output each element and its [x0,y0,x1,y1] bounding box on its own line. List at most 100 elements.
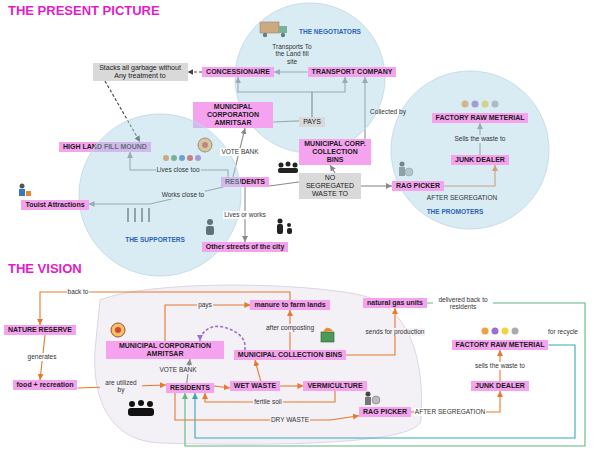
dot [502,328,509,335]
box-label: RAG PICKER [396,182,440,190]
process-box: JUNK DEALER [471,381,529,391]
edge-label: Lives or works [223,211,267,218]
connector [255,360,261,381]
connector [269,182,299,186]
group-circle: THE PROMOTERS FACTORY RAW METERIAL JUNK DE… [390,70,550,230]
process-box: MUNICIPAL CORPORATION AMRITSAR [106,341,224,359]
box-label: natural gas units [367,299,423,307]
box-label: Stacks all garbage without Any treatment… [97,64,184,80]
section-title: THE VISION [8,262,82,276]
edge-label: for recycle [547,328,579,335]
circle-outline [234,2,386,154]
process-box: manure to farm lands [250,300,329,310]
edge-label: back to [67,288,90,295]
box-label: MUNICIPAL CORP. COLLECTION BINS [303,140,367,164]
process-box: RAG PICKER [359,407,411,417]
process-box: NATURE RESERVE [4,325,76,335]
leaf [323,328,333,332]
bodies [128,408,154,416]
edge-label: AFTER SEGREGATION [426,194,498,201]
box-label: VERMICULTURE [307,382,362,390]
box-label: MUNICIPAL CORPORATION AMRITSAR [110,342,220,358]
box-label: PAYS [303,118,321,126]
process-box: VERMICULTURE [303,381,366,391]
edge-label: sends for production [365,328,426,335]
sack [372,396,380,404]
process-box: MUNICIPAL CORPORATION AMRITSAR [193,102,273,128]
edge-label: generates [27,353,58,360]
process-box: MUNICIPAL CORP. COLLECTION BINS [299,139,371,165]
family-icon [277,219,292,235]
bin [321,332,334,342]
body [277,224,283,234]
process-box: Other streets of the city [202,242,289,252]
box-label: FACTORY RAW METERIAL [436,114,525,122]
body [365,397,371,405]
edge-label: Works close to [161,191,206,198]
box-label: JUNK DEALER [455,156,505,164]
group-heading: THE PROMOTERS [427,208,484,215]
edge-label: Sells the waste to [454,135,507,142]
connector [185,303,585,446]
bodies [278,168,298,173]
dot [512,328,519,335]
connector [280,385,303,386]
group-heading: THE NEGOTIATORS [299,28,361,35]
edge-label: Collected by [369,108,407,115]
box-label: food + recreation [17,381,74,389]
edge-label: DRY WASTE [270,416,310,423]
circle-outline [390,70,550,230]
process-box: food + recreation [13,380,78,390]
dot [492,328,499,335]
dot [482,328,489,335]
edge-label: pays [197,301,213,308]
box-label: Touist Attractions [25,201,84,209]
box-label: TRANSPORT COMPANY [312,68,393,76]
box-label: MUNICIPAL CORPORATION AMRITSAR [197,103,269,127]
bag [26,191,31,196]
box-label: manure to farm lands [254,301,325,309]
process-box: MUNICIPAL COLLECTION BINS [234,350,346,360]
box-label: Other streets of the city [206,243,285,251]
logo-center [115,327,121,333]
edge-label: fertile soil [253,398,282,405]
connector [175,393,359,420]
box-label: CONCESSIONAIRE [206,68,270,76]
box-label: FACTORY RAW METERIAL [456,341,545,349]
head [138,400,144,406]
process-box: RESIDENTS [166,383,214,393]
process-box: Touist Attractions [21,200,88,210]
note-box: Stacks all garbage without Any treatment… [93,63,188,81]
note-box: PAYS [299,117,325,127]
logo-ring [111,323,125,337]
head [293,163,298,168]
head [278,219,283,224]
edge-label: delivered back to residents [433,296,493,311]
connector [195,345,575,438]
residents-icon [278,162,298,174]
group-heading: THE SUPPORTERS [125,236,185,243]
circle-fill [235,3,385,153]
head [279,163,284,168]
corporation-logo [111,323,125,337]
head [20,184,25,189]
note-box: NO SEGREGATED WASTE TO [299,173,361,199]
process-box: FACTORY RAW METERIAL [452,340,549,350]
connector [330,165,335,173]
rag-picker-icon [365,392,380,406]
head [366,392,371,397]
process-box: FACTORY RAW METERIAL [432,113,529,123]
composting-icon [321,328,334,342]
body [287,228,292,234]
residents-icon [128,400,154,416]
box-label: NO SEGREGATED WASTE TO [303,174,357,198]
head [287,223,291,227]
process-box: RAG PICKER [392,181,444,191]
edge-label: are utilized by [100,379,142,394]
group-circle: THE NEGOTIATORSCONCESSIONAIRETRANSPORT C… [234,2,386,154]
edge-label: sells the waste to [474,362,526,369]
process-box: WET WASTE [230,381,280,391]
edge-label: after composting [265,324,315,331]
box-label: RESIDENTS [170,384,210,392]
